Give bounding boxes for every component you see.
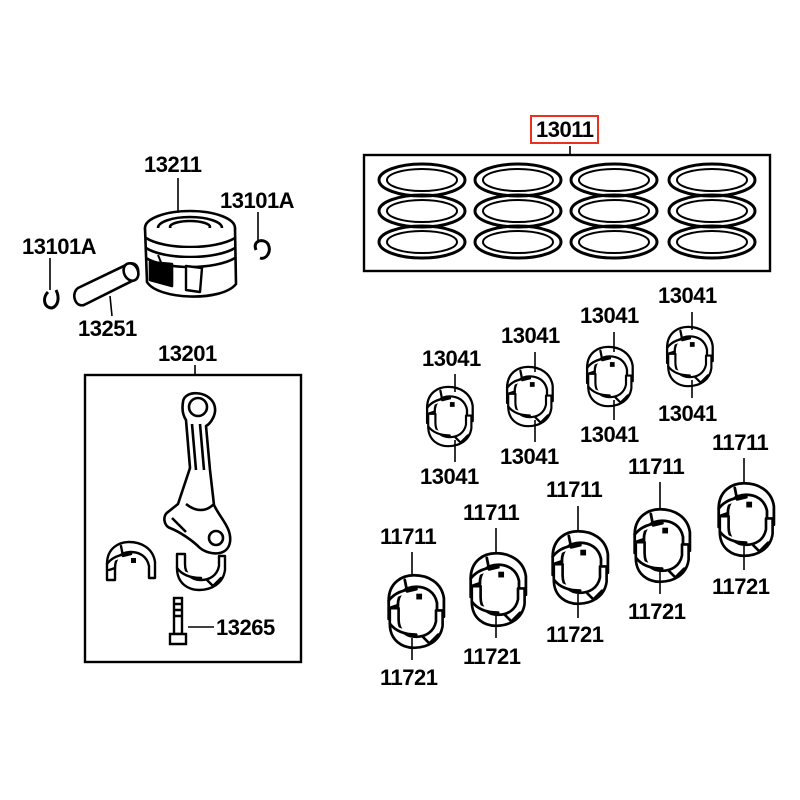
- label-main-bearing-lower-3: 11721: [546, 622, 604, 647]
- piston-ring-2-3: [473, 224, 563, 260]
- snap-ring-right-drawing: [253, 239, 271, 260]
- label-main-bearing-upper-1: 11711: [380, 524, 437, 549]
- label-rod-bolt: 13265: [216, 615, 275, 640]
- piston-ring-3-2: [569, 193, 659, 229]
- rod-bearing-pair-1: [425, 385, 474, 448]
- piston-ring-2-1: [473, 162, 563, 198]
- piston-ring-4-1: [667, 162, 757, 198]
- rod-bolt-drawing: [168, 596, 188, 646]
- piston-ring-2-2: [473, 193, 563, 229]
- label-main-bearing-lower-1: 11721: [380, 665, 438, 690]
- piston-ring-1-1: [377, 162, 467, 198]
- label-rod-bearing-2-top: 13041: [501, 323, 560, 348]
- label-main-bearing-upper-5: 11711: [712, 430, 769, 455]
- label-connecting-rod-assembly: 13201: [158, 341, 217, 366]
- label-piston: 13211: [144, 152, 202, 177]
- label-rod-bearing-3-bottom: 13041: [580, 422, 639, 447]
- piston-ring-3-3: [569, 224, 659, 260]
- piston-pin-drawing: [73, 262, 140, 307]
- label-rod-bearing-2-bottom: 13041: [500, 444, 559, 469]
- piston-ring-1-3: [377, 224, 467, 260]
- label-main-bearing-lower-4: 11721: [628, 599, 686, 624]
- label-rod-bearing-1-top: 13041: [422, 346, 481, 371]
- label-rod-bearing-4-bottom: 13041: [658, 401, 717, 426]
- leader-lines: [411, 312, 745, 660]
- piston-ring-1-2: [377, 193, 467, 229]
- main-bearing-pair-2: [469, 551, 528, 628]
- main-bearing-pair-4: [633, 507, 692, 584]
- piston-ring-4-2: [667, 193, 757, 229]
- label-main-bearing-upper-3: 11711: [546, 477, 603, 502]
- rod-bearing-lower-drawing: [175, 552, 227, 592]
- label-ring-set-highlighted[interactable]: 13011: [530, 115, 600, 144]
- label-piston-pin: 13251: [78, 316, 137, 341]
- label-snap-ring-right: 13101A: [220, 188, 295, 213]
- label-main-bearing-upper-2: 11711: [463, 500, 520, 525]
- label-snap-ring-left: 13101A: [22, 234, 97, 259]
- label-main-bearing-lower-2: 11721: [463, 644, 521, 669]
- connecting-rod-box: [83, 373, 303, 664]
- ring-set-box: [362, 153, 772, 273]
- piston-rings-drawing: [377, 162, 757, 260]
- label-rod-bearing-4-top: 13041: [658, 283, 717, 308]
- connecting-rod-drawing: [163, 391, 232, 555]
- snap-ring-left-drawing: [43, 289, 60, 310]
- label-rod-bearing-3-top: 13041: [580, 303, 639, 328]
- main-bearing-pair-3: [551, 529, 610, 606]
- rod-bearing-pair-3: [585, 345, 634, 408]
- main-bearing-pair-1: [387, 573, 446, 650]
- piston-drawing: [143, 209, 238, 298]
- rod-bearing-pair-4: [665, 325, 714, 388]
- label-main-bearing-lower-5: 11721: [712, 574, 770, 599]
- rod-bearing-upper-drawing: [105, 540, 157, 582]
- label-main-bearing-upper-4: 11711: [628, 454, 685, 479]
- rod-bearing-pair-2: [505, 365, 554, 428]
- main-bearing-pair-5: [717, 481, 776, 558]
- piston-ring-4-3: [667, 224, 757, 260]
- piston-ring-3-1: [569, 162, 659, 198]
- label-rod-bearing-1-bottom: 13041: [420, 464, 479, 489]
